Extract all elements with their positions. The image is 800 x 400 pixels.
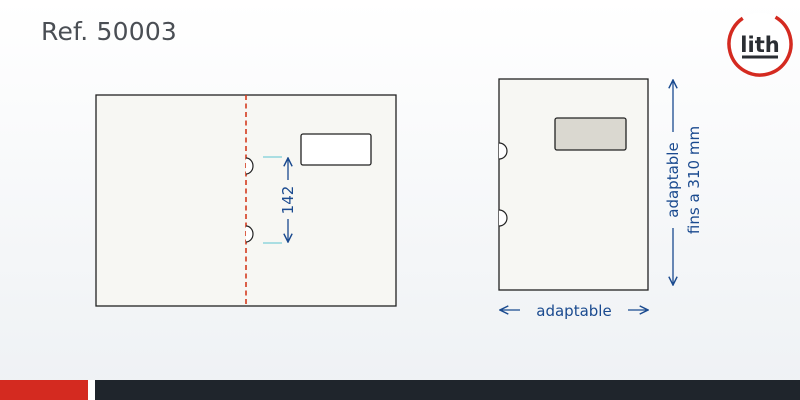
address-window <box>300 133 372 166</box>
folded-hole-bottom <box>498 209 508 227</box>
folded-hole-top <box>498 142 508 160</box>
height-label-line1: adaptable <box>664 142 682 217</box>
folder-diagram: 142 adaptable adaptable fins a 310 mm <box>95 78 703 320</box>
hole-spacing-label: 142 <box>279 186 297 215</box>
folded-sheet <box>498 78 649 291</box>
footer-bar <box>95 380 800 400</box>
binder-hole-bottom <box>245 225 254 243</box>
reference-title: Ref. 50003 <box>41 17 178 46</box>
height-label-line2: fins a 310 mm <box>685 126 703 234</box>
width-label: adaptable <box>536 302 611 320</box>
lith-logo: lith <box>727 11 793 77</box>
footer-gap <box>88 380 95 400</box>
folded-folder: adaptable adaptable fins a 310 mm <box>498 78 703 320</box>
logo-ring-icon <box>727 11 793 77</box>
logo-text: lith <box>740 33 779 57</box>
unfolded-folder: 142 <box>95 94 397 307</box>
binder-hole-top <box>245 157 254 175</box>
footer-accent-red <box>0 380 88 400</box>
folded-window <box>554 117 627 151</box>
